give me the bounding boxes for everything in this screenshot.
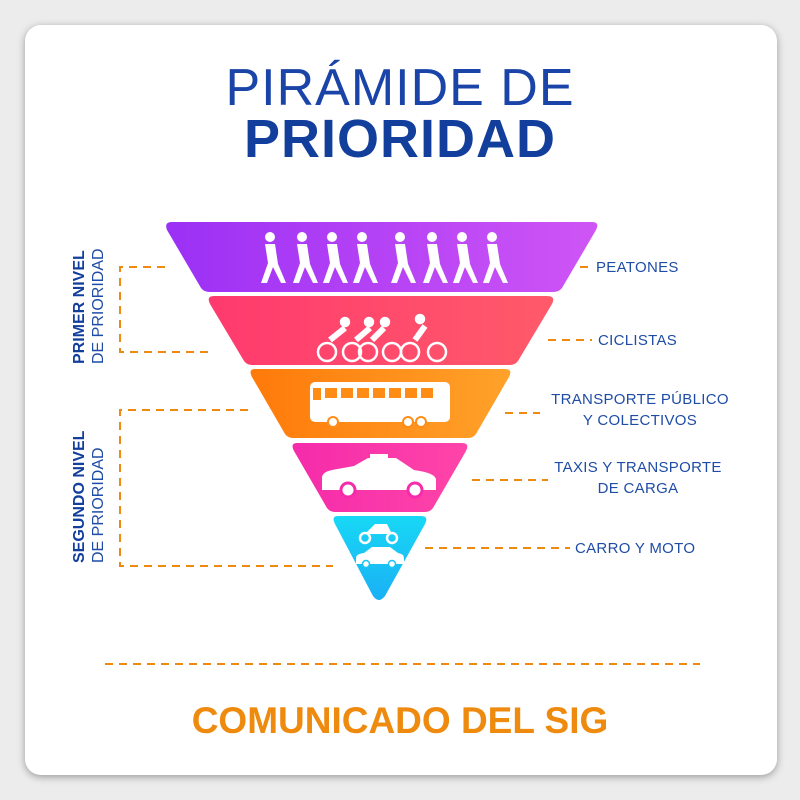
connector-lines	[105, 266, 700, 665]
footer-text: COMUNICADO DEL SIG	[191, 700, 609, 741]
level-2-subtitle: DE PRIORIDAD	[90, 447, 107, 563]
title-line-1: PIRÁMIDE DE	[225, 59, 575, 117]
pedestrians-icon	[261, 232, 508, 283]
level-1-subtitle: DE PRIORIDAD	[90, 248, 107, 364]
label-peatones: PEATONES	[596, 259, 679, 276]
level-1-title: PRIMER NIVEL	[71, 250, 88, 364]
level-2-title: SEGUNDO NIVEL	[71, 430, 88, 563]
bus-icon	[310, 382, 450, 428]
cyclists-icon	[316, 313, 448, 363]
label-carro-moto: CARRO Y MOTO	[575, 540, 696, 557]
car-moto-icon	[356, 524, 404, 569]
title-line-2: PRIORIDAD	[243, 109, 556, 169]
taxi-icon	[322, 454, 436, 499]
tier-pedestrians	[166, 222, 598, 292]
label-ciclistas: CICLISTAS	[598, 332, 678, 349]
